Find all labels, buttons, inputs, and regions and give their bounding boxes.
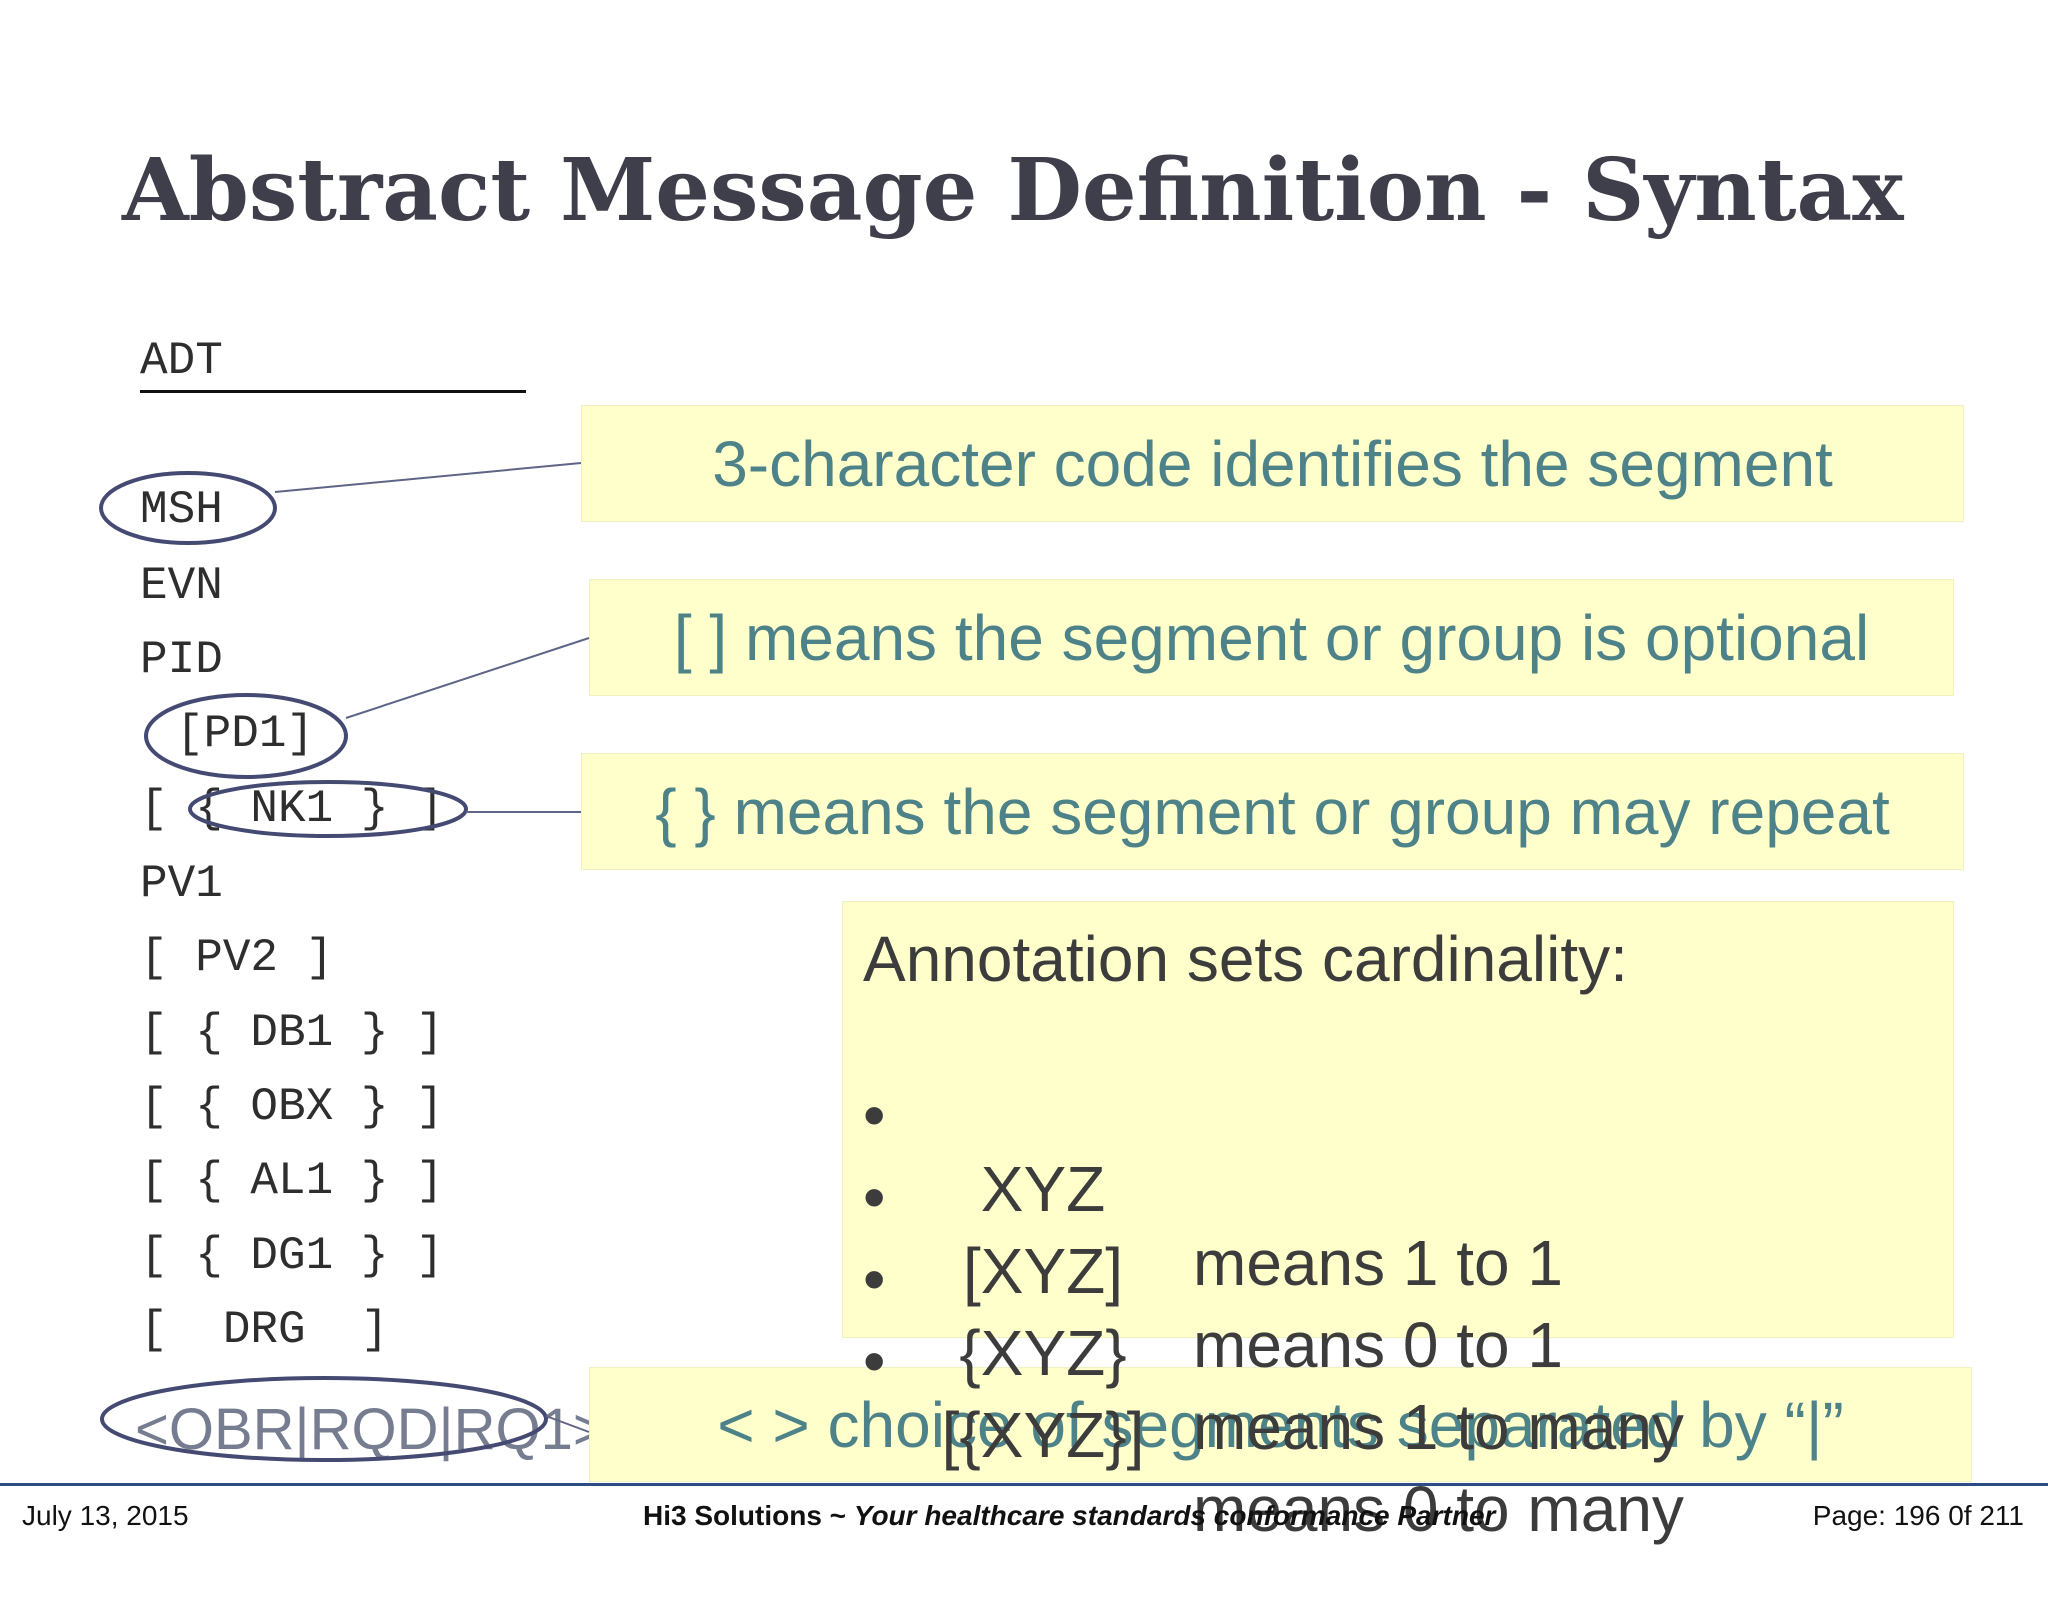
bullet-icon: • xyxy=(863,1161,886,1233)
cardinality-symbol: {XYZ} xyxy=(959,1317,1127,1389)
pd1-highlight-ellipse xyxy=(144,693,348,779)
segment-al1: [ { AL1 } ] xyxy=(140,1155,444,1207)
choice-highlight-ellipse xyxy=(100,1376,548,1462)
message-type-underline xyxy=(140,390,526,393)
segment-db1: [ { DB1 } ] xyxy=(140,1007,444,1059)
segment-pid: PID xyxy=(140,634,223,686)
cardinality-row: • XYZ means 1 to 1 xyxy=(863,1004,1563,1299)
cardinality-symbol: XYZ xyxy=(980,1153,1106,1225)
cardinality-meaning: means 1 to many xyxy=(1193,1391,1684,1463)
cardinality-heading: Annotation sets cardinality: xyxy=(863,923,1628,995)
cardinality-meaning: means 1 to 1 xyxy=(1193,1227,1563,1299)
message-type-label: ADT xyxy=(140,335,223,387)
segment-pd1: [PD1] xyxy=(176,708,315,760)
callout-optional: [ ] means the segment or group is option… xyxy=(589,579,1954,696)
footer-page-number: Page: 196 0f 211 xyxy=(1812,1500,2024,1531)
segment-evn: EVN xyxy=(140,560,223,612)
bullet-icon: • xyxy=(863,1243,886,1315)
cardinality-meaning: means 0 to 1 xyxy=(1193,1309,1563,1381)
msh-highlight-ellipse xyxy=(99,471,277,545)
footer-company-name: Hi3 Solutions ~ xyxy=(643,1500,854,1531)
segment-nk1: [ { NK1 } ] xyxy=(140,783,444,835)
footer-company: Hi3 Solutions ~ Your healthcare standard… xyxy=(643,1500,1495,1532)
callout-choice-text: < > choice of segments separated by “|” xyxy=(717,1388,1844,1461)
nk1-highlight-ellipse xyxy=(188,780,468,838)
pd1-callout-connector xyxy=(345,637,590,719)
slide-title: Abstract Message Definition - Syntax xyxy=(122,140,1904,241)
choice-callout-connector xyxy=(545,1415,590,1433)
cardinality-row: • {XYZ} means 1 to many xyxy=(863,1168,1684,1463)
footer-tagline: Your healthcare standards conformance Pa… xyxy=(853,1500,1496,1531)
footer-date: July 13, 2015 xyxy=(22,1500,189,1531)
segment-obx: [ { OBX } ] xyxy=(140,1081,444,1133)
callout-choice: < > choice of segments separated by “|” xyxy=(589,1367,1972,1482)
segment-msh: MSH xyxy=(140,484,223,536)
callout-repeat-text: { } means the segment or group may repea… xyxy=(655,775,1890,848)
segment-drg: [ DRG ] xyxy=(140,1304,389,1356)
annotation-overlay xyxy=(99,462,590,1462)
callout-repeat: { } means the segment or group may repea… xyxy=(581,753,1964,870)
segment-dg1: [ { DG1 } ] xyxy=(140,1230,444,1282)
cardinality-box: Annotation sets cardinality: • XYZ means… xyxy=(842,901,1954,1545)
footer-divider xyxy=(0,1483,2048,1486)
cardinality-row: • [XYZ] means 0 to 1 xyxy=(863,1086,1563,1381)
bullet-icon: • xyxy=(863,1325,886,1397)
msh-callout-connector xyxy=(274,462,582,493)
callout-segment-code-text: 3-character code identifies the segment xyxy=(712,427,1833,500)
segment-pv2: [ PV2 ] xyxy=(140,932,334,984)
callout-optional-text: [ ] means the segment or group is option… xyxy=(673,601,1870,674)
segment-pv1: PV1 xyxy=(140,858,223,910)
cardinality-symbol: [XYZ] xyxy=(962,1235,1124,1307)
cardinality-symbol: [{XYZ}] xyxy=(941,1399,1145,1471)
bullet-icon: • xyxy=(863,1079,886,1151)
callout-segment-code: 3-character code identifies the segment xyxy=(581,405,1964,522)
choice-segment: <OBR|RQD|RQ1> xyxy=(135,1397,607,1462)
